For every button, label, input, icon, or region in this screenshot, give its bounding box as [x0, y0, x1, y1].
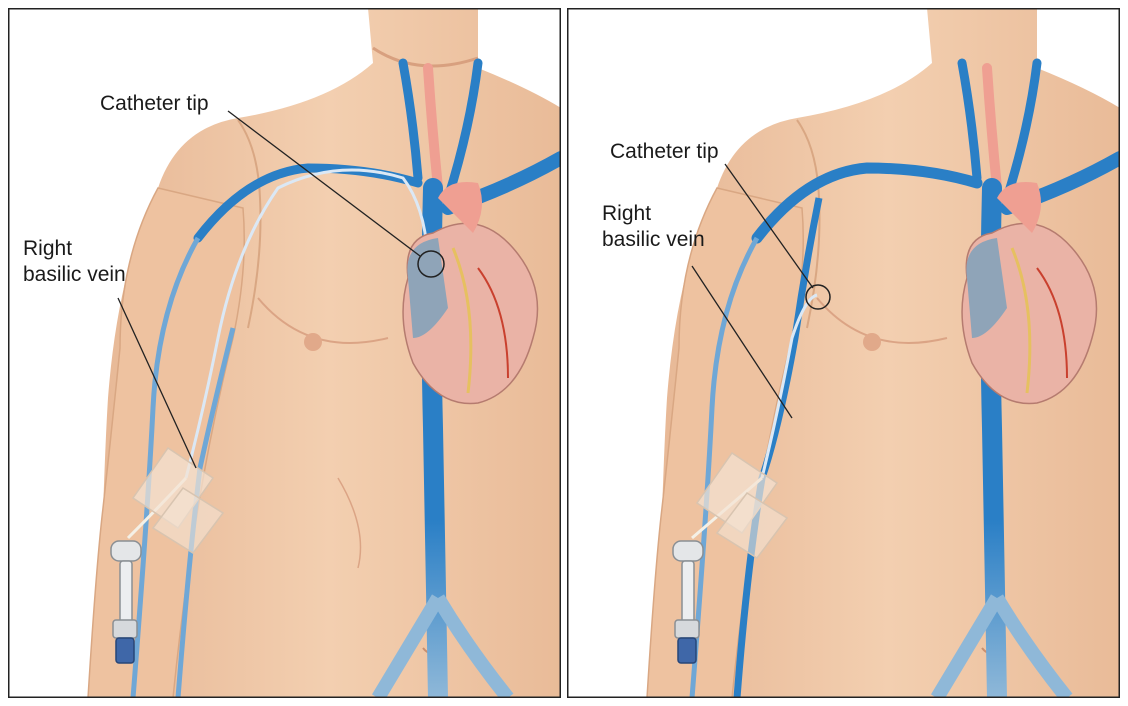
picc-illustration-tip-in-arm: Catheter tip Right basilic vein: [567, 8, 1120, 698]
illustration-panel-right: Catheter tip Right basilic vein: [567, 8, 1120, 698]
vein-label-line2: basilic vein: [23, 263, 126, 286]
picc-illustration-tip-at-heart: Catheter tip Right basilic vein: [8, 8, 561, 698]
catheter-tip-label: Catheter tip: [100, 92, 209, 115]
nipple: [863, 333, 881, 351]
vein-label-line2: basilic vein: [602, 228, 705, 251]
vein-label-line1: Right: [23, 237, 72, 260]
nipple: [304, 333, 322, 351]
vein-label-line1: Right: [602, 202, 651, 225]
illustration-panel-left: Catheter tip Right basilic vein: [8, 8, 561, 698]
catheter-tip-label: Catheter tip: [610, 140, 719, 163]
